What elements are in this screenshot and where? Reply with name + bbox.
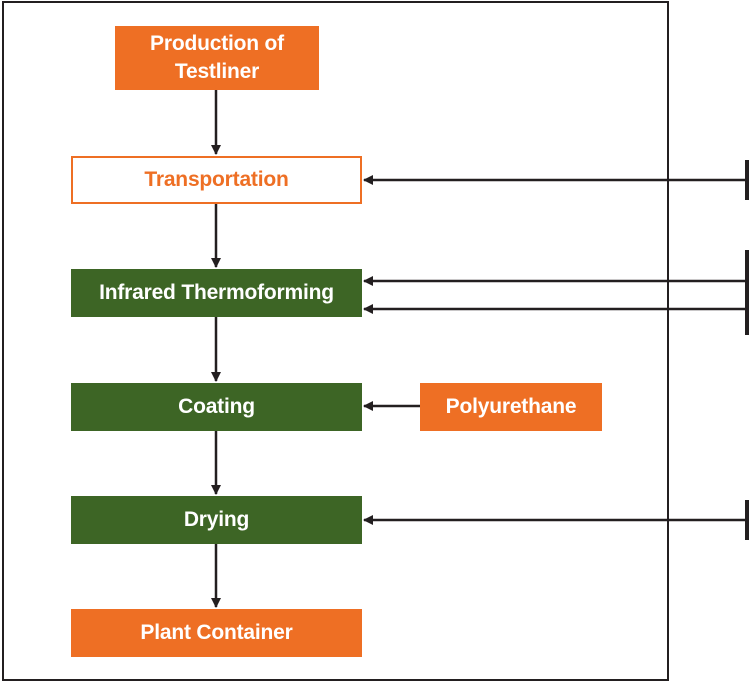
node-drying: Drying: [71, 496, 362, 544]
node-polyurethane: Polyurethane: [420, 383, 602, 431]
node-label: Infrared Thermoforming: [99, 281, 334, 304]
node-production-of-testliner: Production of Testliner: [115, 26, 319, 90]
cropped-external-node-edge: [745, 500, 749, 540]
node-label: Production of Testliner: [150, 32, 284, 83]
cropped-external-node-edge: [745, 160, 749, 200]
cropped-external-node-edge: [745, 250, 749, 335]
node-transportation: Transportation: [71, 156, 362, 204]
node-plant-container: Plant Container: [71, 609, 362, 657]
node-label: Drying: [183, 508, 250, 531]
node-label: Coating: [178, 395, 255, 418]
node-coating: Coating: [71, 383, 362, 431]
node-label: Polyurethane: [445, 395, 577, 418]
node-infrared-thermoforming: Infrared Thermoforming: [71, 269, 362, 317]
system-boundary-frame: [2, 1, 669, 681]
node-label: Plant Container: [140, 621, 293, 644]
node-label: Transportation: [144, 168, 289, 191]
